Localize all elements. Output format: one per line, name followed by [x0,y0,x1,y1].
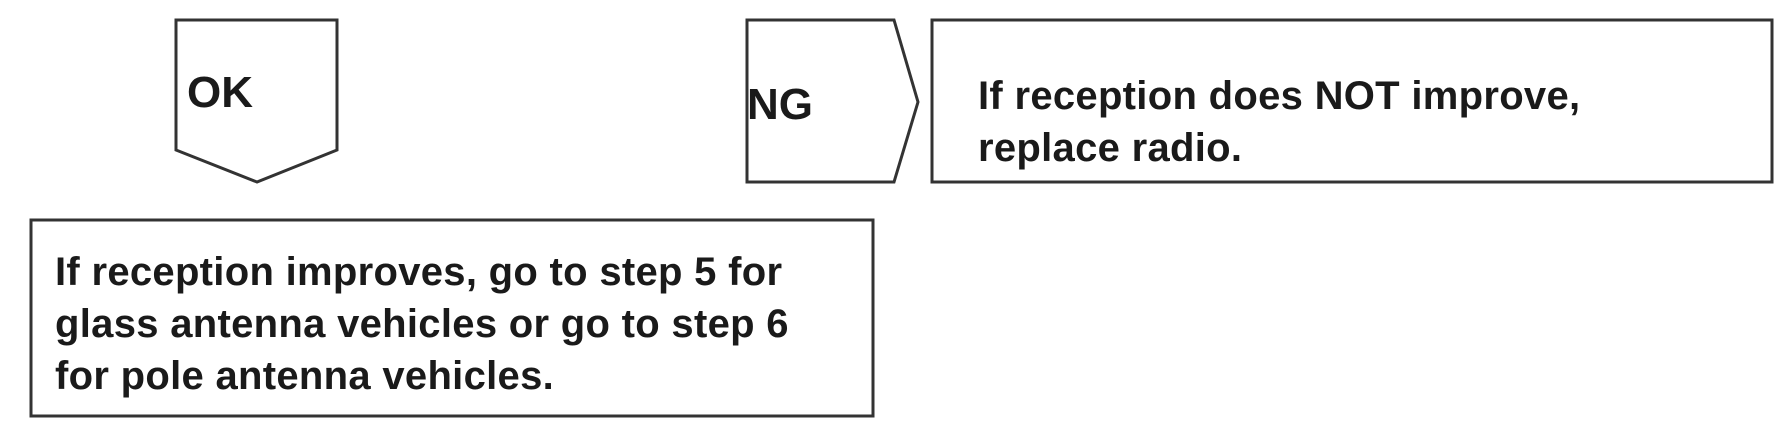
ok-instruction-line: glass antenna vehicles or go to step 6 [55,302,789,346]
ng-arrow-shape [745,18,920,184]
ok-result-box [29,218,875,418]
ng-result-box [930,18,1774,184]
ok-instruction-line: If reception improves, go to step 5 for [55,250,783,294]
ok-instruction-text: If reception improves, go to step 5 for … [55,246,789,402]
ng-instruction-line: If reception does NOT improve, [978,74,1581,118]
ng-label: NG [747,80,813,129]
ok-arrow-shape [174,18,339,184]
ok-label: OK [187,68,253,117]
ok-instruction-line: for pole antenna vehicles. [55,354,555,398]
ng-instruction-text: If reception does NOT improve, replace r… [978,70,1580,174]
ng-instruction-line: replace radio. [978,126,1243,170]
